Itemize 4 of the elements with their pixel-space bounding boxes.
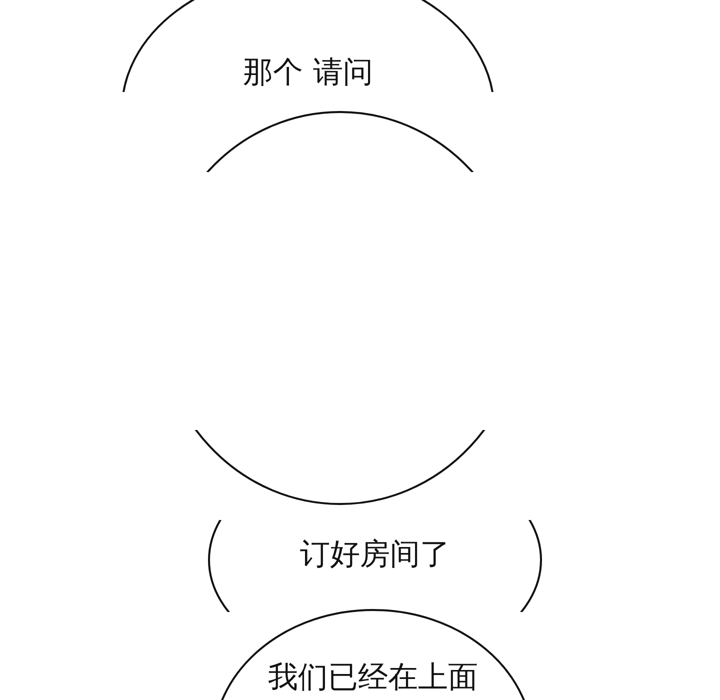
speech-bubble bbox=[205, 520, 545, 612]
speech-text: 我们已经在上面 bbox=[268, 661, 478, 694]
speech-text: 订好房间了 bbox=[300, 538, 450, 571]
speech-text: 那个 请问 bbox=[243, 56, 373, 89]
